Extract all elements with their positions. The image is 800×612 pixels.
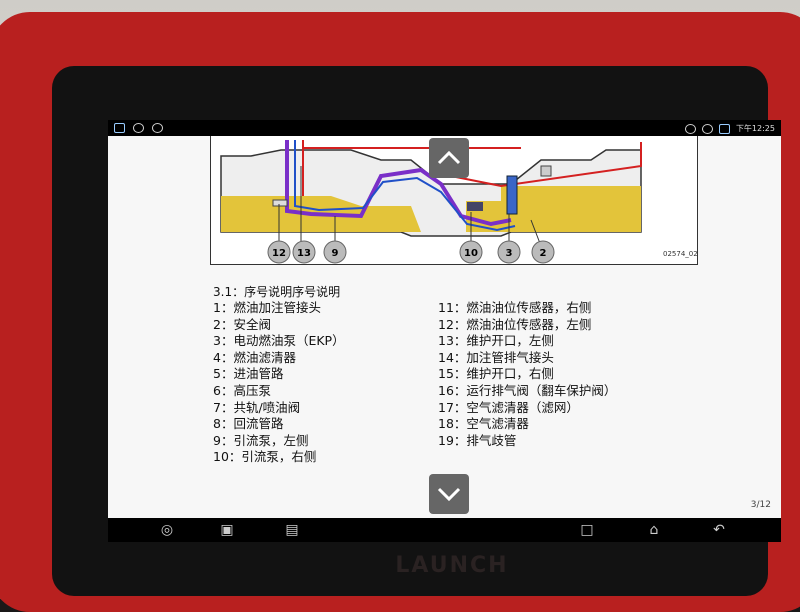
chevron-down-icon — [437, 487, 461, 502]
usb-icon — [133, 123, 144, 133]
legend-item: 18：空气滤清器 — [438, 416, 529, 432]
legend-item: 8：回流管路 — [213, 416, 284, 432]
legend-item: 19：排气歧管 — [438, 432, 517, 448]
diagram-drawing: 12 13 9 10 3 2 — [220, 140, 642, 264]
svg-text:13: 13 — [297, 248, 311, 259]
battery-icon — [718, 123, 730, 134]
legend-item: 17：空气滤清器（滤网） — [438, 399, 579, 415]
legend-right-column: 11：燃油油位传感器，右侧 12：燃油油位传感器，左侧 13：维护开口，左侧 1… — [438, 300, 616, 449]
svg-text:9: 9 — [332, 248, 339, 259]
svg-text:3: 3 — [506, 248, 513, 259]
android-nav-bar: ◎ ▣ ▤ □ ⌂ ↶ — [108, 518, 781, 542]
legend-heading: 3.1：序号说明序号说明 — [213, 285, 341, 299]
screen: 下午12:25 — [108, 120, 781, 518]
gallery-icon[interactable]: ▣ — [220, 522, 234, 538]
scroll-down-button[interactable] — [429, 474, 469, 514]
wifi-icon — [701, 123, 713, 134]
scroll-up-button[interactable] — [429, 138, 469, 178]
legend-item: 9：引流泵，左侧 — [213, 432, 309, 448]
svg-text:10: 10 — [464, 248, 478, 259]
legend-item: 5：进油管路 — [213, 366, 284, 382]
chevron-up-icon — [437, 150, 461, 165]
callout-3: 3 — [497, 240, 521, 264]
back-icon[interactable]: ↶ — [713, 522, 725, 538]
legend-item: 15：维护开口，右侧 — [438, 366, 554, 382]
legend-item: 3：电动燃油泵（EKP） — [213, 333, 345, 349]
status-time: 下午12:25 — [735, 124, 775, 133]
legend-item: 12：燃油油位传感器，左侧 — [438, 316, 592, 332]
callout-2: 2 — [531, 240, 555, 264]
legend-item: 10：引流泵，右侧 — [213, 449, 317, 465]
legend-item: 14：加注管排气接头 — [438, 349, 554, 365]
callout-9: 9 — [323, 240, 347, 264]
app-icon — [114, 123, 125, 133]
legend-item: 11：燃油油位传感器，右侧 — [438, 300, 592, 315]
home-icon[interactable]: ⌂ — [649, 522, 659, 538]
legend-item: 7：共轨/喷油阀 — [213, 399, 301, 415]
android-icon — [152, 123, 163, 133]
legend-left-column: 1：燃油加注管接头 2：安全阀 3：电动燃油泵（EKP） 4：燃油滤清器 5：进… — [213, 300, 345, 466]
vci-icon[interactable]: ▤ — [285, 522, 299, 538]
callout-10: 10 — [459, 240, 483, 264]
legend-item: 1：燃油加注管接头 — [213, 300, 321, 315]
legend-item: 4：燃油滤清器 — [213, 349, 296, 365]
browser-icon[interactable]: ◎ — [160, 522, 174, 538]
bluetooth-icon — [684, 123, 696, 134]
legend-item: 16：运行排气阀（翻车保护阀） — [438, 382, 617, 398]
legend-item: 2：安全阀 — [213, 316, 271, 332]
figure-id: 02574_02 — [663, 250, 698, 258]
svg-text:2: 2 — [540, 248, 547, 259]
page-indicator: 3/12 — [750, 500, 771, 510]
legend-item: 6：高压泵 — [213, 382, 271, 398]
legend-item: 13：维护开口，左侧 — [438, 333, 554, 349]
brand-logo: LAUNCH — [395, 553, 509, 578]
status-bar: 下午12:25 — [108, 120, 781, 136]
svg-text:12: 12 — [272, 248, 286, 259]
recents-icon[interactable]: □ — [580, 522, 594, 538]
callout-12: 12 — [267, 240, 291, 264]
callout-13: 13 — [292, 240, 316, 264]
